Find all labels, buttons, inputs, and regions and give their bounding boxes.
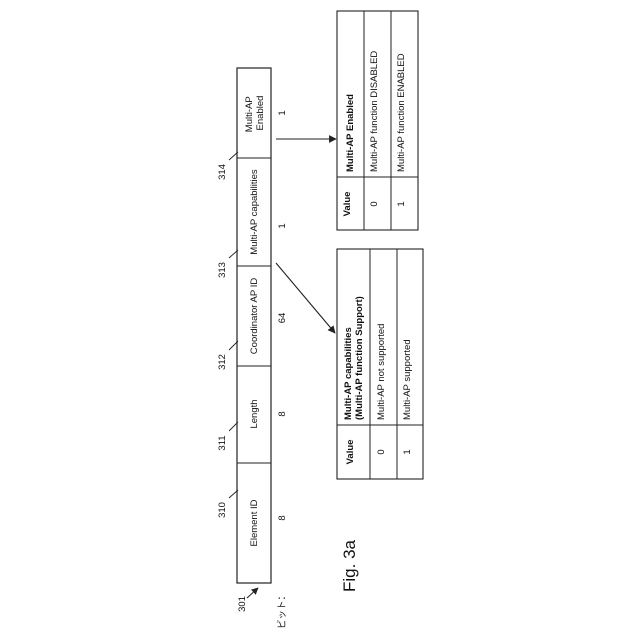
- field-bits-coordinator-ap-id: 64: [277, 313, 288, 324]
- ref-314: 314: [217, 164, 228, 180]
- field-bits-length: 8: [277, 411, 288, 416]
- enabled-row-1-value: 1: [396, 201, 407, 206]
- ref-301: 301: [237, 596, 248, 612]
- capabilities-row-1-desc: Multi-AP supported: [402, 339, 413, 420]
- frame-structure: Element ID Length Coordinator AP ID Mult…: [237, 68, 288, 629]
- ref-310: 310: [217, 502, 228, 518]
- field-name-multi-ap-enabled: Multi-AP Enabled: [244, 94, 266, 132]
- field-bits-multi-ap-capabilities: 1: [277, 223, 288, 228]
- ref-311: 311: [217, 435, 228, 450]
- figure-label: Fig. 3a: [340, 539, 359, 592]
- field-name-multi-ap-capabilities: Multi-AP capabilities: [249, 169, 260, 255]
- field-name-length: Length: [249, 399, 260, 428]
- enabled-table: Value Multi-AP Enabled 0 Multi-AP functi…: [337, 11, 418, 230]
- enabled-row-1-desc: Multi-AP function ENABLED: [396, 53, 407, 172]
- ref-312: 312: [217, 354, 228, 370]
- capabilities-header-value: Value: [345, 440, 356, 465]
- field-name-element-id: Element ID: [249, 499, 260, 546]
- field-bits-element-id: 8: [277, 515, 288, 520]
- capabilities-row-1-value: 1: [402, 449, 413, 454]
- ref-313: 313: [217, 262, 228, 278]
- enabled-header-value: Value: [342, 192, 353, 217]
- field-bits-multi-ap-enabled: 1: [277, 110, 288, 115]
- capabilities-row-0-value: 0: [376, 449, 387, 454]
- enabled-row-0-value: 0: [369, 201, 380, 206]
- field-name-coordinator-ap-id: Coordinator AP ID: [249, 278, 260, 355]
- bits-label: ビット：: [277, 591, 288, 629]
- enabled-header-desc: Multi-AP Enabled: [345, 94, 356, 172]
- capabilities-table: Value Multi-AP capabilities (Multi-AP fu…: [337, 249, 423, 479]
- capabilities-row-0-desc: Multi-AP not supported: [376, 324, 387, 420]
- enabled-row-0-desc: Multi-AP function DISABLED: [369, 51, 380, 172]
- capabilities-header-desc: Multi-AP capabilities (Multi-AP function…: [343, 296, 365, 420]
